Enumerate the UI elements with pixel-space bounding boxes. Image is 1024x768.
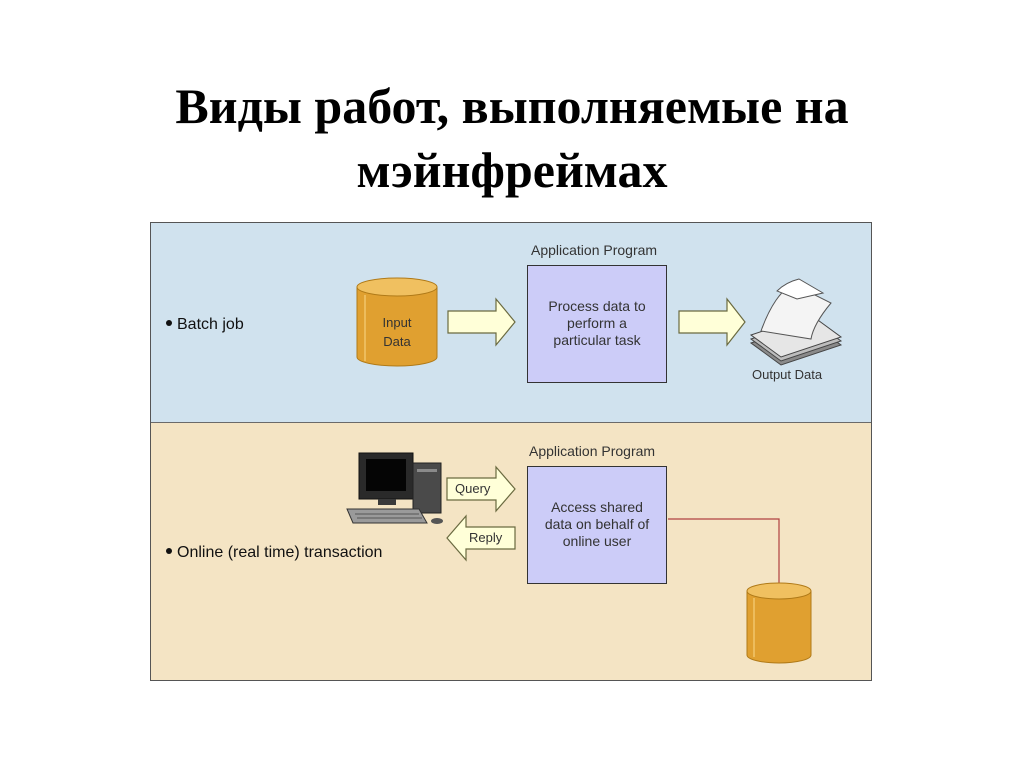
computer-terminal-icon xyxy=(346,452,443,524)
database-connector-line xyxy=(668,518,780,583)
input-data-cylinder-icon xyxy=(356,277,438,367)
batch-arrow-out-icon xyxy=(678,297,746,347)
online-application-box: Access shared data on behalf of online u… xyxy=(527,466,667,584)
slide-title-line-1: Виды работ, выполняемые на xyxy=(175,78,849,134)
batch-app-line: particular task xyxy=(553,332,641,348)
online-app-line: data on behalf of xyxy=(544,516,650,532)
online-panel: Online (real time) transaction xyxy=(151,423,871,680)
query-label: Query xyxy=(455,481,491,496)
slide-title-line-2: мэйнфреймах xyxy=(356,142,668,198)
online-transaction-label: Online (real time) transaction xyxy=(166,544,382,562)
batch-app-line: perform a xyxy=(567,315,627,331)
bullet-icon xyxy=(166,320,172,327)
batch-job-label: Batch job xyxy=(166,316,244,334)
output-data-label: Output Data xyxy=(752,367,823,382)
output-printout-icon xyxy=(749,278,843,366)
reply-label: Reply xyxy=(469,530,503,545)
slide-title: Виды работ, выполняемые на мэйнфреймах xyxy=(0,74,1024,202)
batch-arrow-in-icon xyxy=(447,297,516,347)
query-arrow-shape-icon xyxy=(446,465,516,513)
online-app-line: Access shared xyxy=(551,499,643,515)
reply-arrow-icon xyxy=(446,514,516,562)
online-app-caption: Application Program xyxy=(529,443,656,459)
batch-application-box: Process data to perform a particular tas… xyxy=(527,265,667,383)
batch-app-line: Process data to xyxy=(548,298,646,314)
batch-graphics xyxy=(356,277,843,367)
online-app-line: online user xyxy=(562,533,632,549)
shared-database-cylinder-icon xyxy=(746,582,812,664)
batch-app-caption: Application Program xyxy=(531,242,658,258)
online-graphics xyxy=(346,452,812,664)
bullet-icon xyxy=(166,548,172,555)
